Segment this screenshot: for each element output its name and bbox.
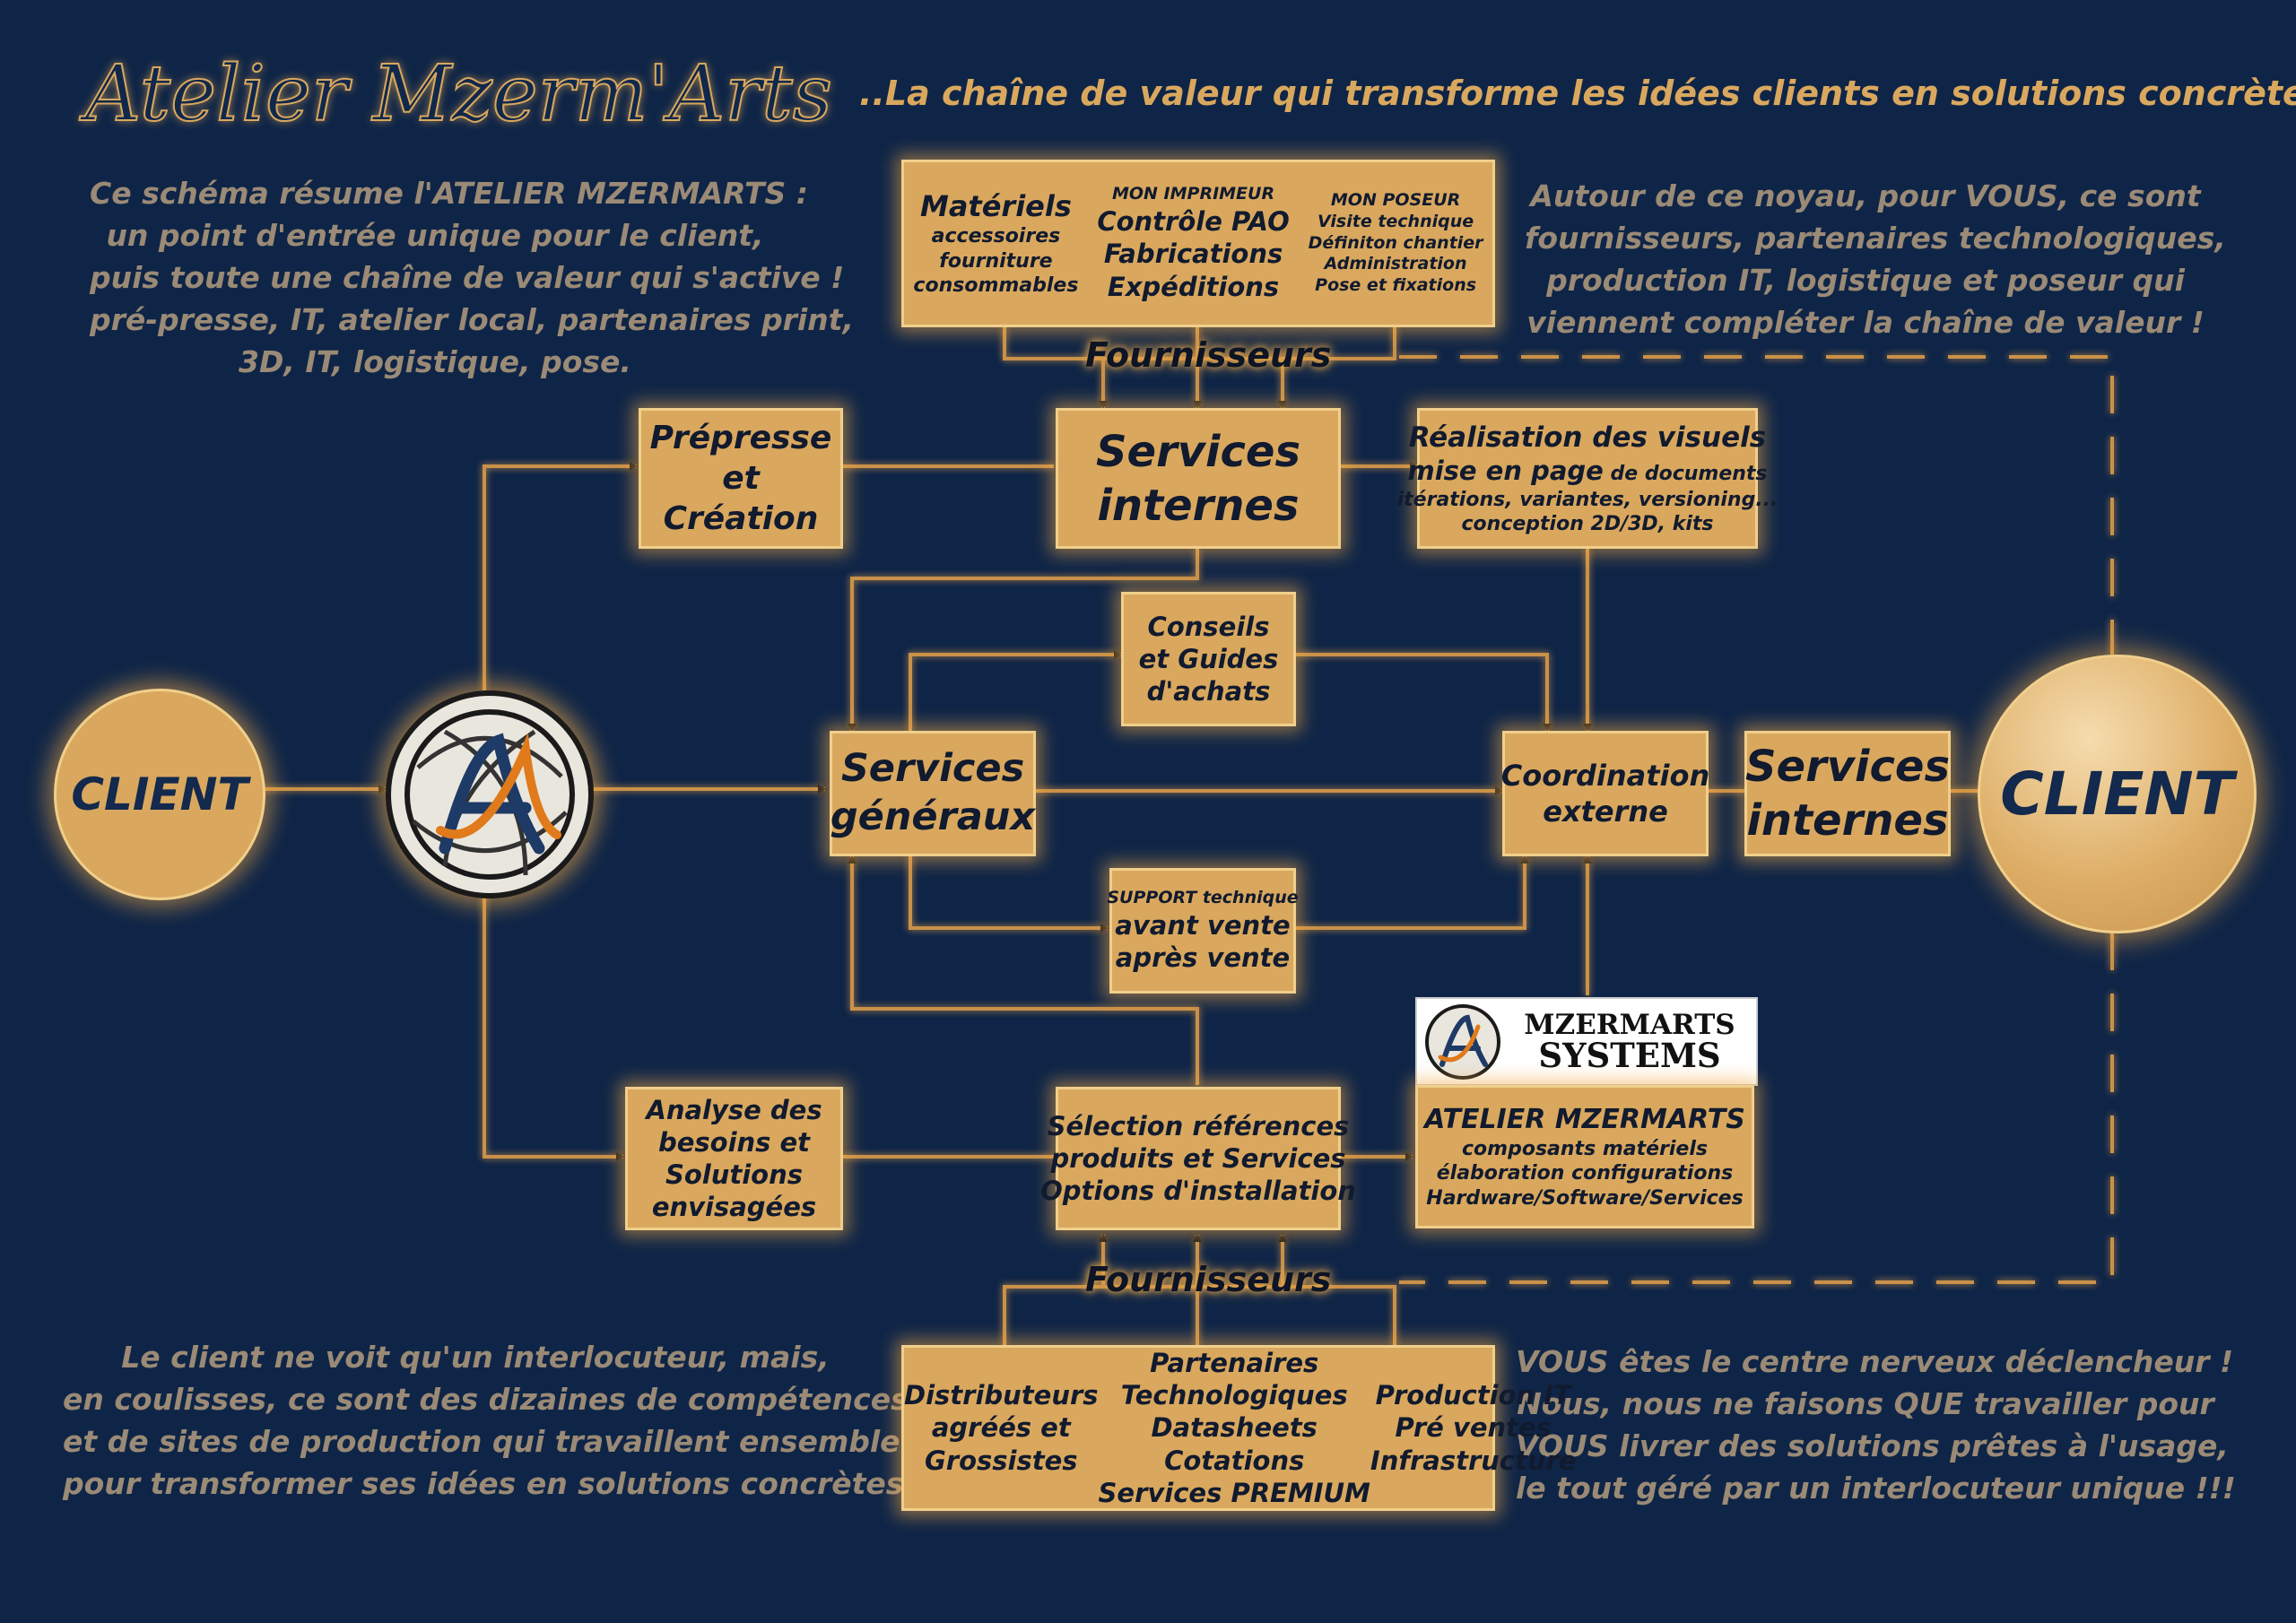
client-circle-right[interactable]: CLIENT <box>1978 655 2257 933</box>
realisation-box[interactable]: Réalisation des visuels mise en page de … <box>1397 408 1778 549</box>
client-left-label: CLIENT <box>71 768 248 820</box>
tagline: ..La chaîne de valeur qui transforme les… <box>859 74 2296 113</box>
fournisseurs-bottom-label: Fournisseurs <box>1085 1260 1332 1299</box>
top-suppliers-imprimeur: MON IMPRIMEUR Contrôle PAO Fabrications … <box>1097 184 1290 302</box>
fournisseurs-top-label: Fournisseurs <box>1085 335 1332 375</box>
top-suppliers-materiels: Matériels accessoires fourniture consomm… <box>913 189 1079 298</box>
client-circle-left[interactable]: CLIENT <box>54 689 265 900</box>
top-suppliers-poseur: MON POSEUR Visite technique Définiton ch… <box>1308 190 1483 296</box>
connector-logo-prepresse <box>483 462 639 690</box>
page-title: Atelier Mzerm'Arts <box>84 48 833 140</box>
top-suppliers-box[interactable]: Matériels accessoires fourniture consomm… <box>901 160 1495 327</box>
paragraph-bottom-right: VOUS êtes le centre nerveux déclencheur … <box>1516 1344 2236 1506</box>
realisation-line2: mise en page de documents <box>1407 456 1768 487</box>
connector-support-coordination <box>1296 855 1529 930</box>
connector-top-suppliers <box>1003 327 1396 360</box>
systems-monogram-icon <box>1425 1003 1500 1080</box>
atelier-mzermarts-box[interactable]: ATELIER MZERMARTS composants matériels é… <box>1415 1085 1754 1228</box>
connector-conseils-coordination <box>1296 653 1552 733</box>
atelier-logo[interactable] <box>386 690 594 898</box>
systems-logo-line1: MZERMARTS <box>1524 1008 1735 1041</box>
paragraph-top-left: Ce schéma résume l'ATELIER MZERMARTS :un… <box>90 176 854 379</box>
client-right-label: CLIENT <box>2000 759 2234 829</box>
systems-logo-line2: SYSTEMS <box>1538 1035 1721 1075</box>
connector-generaux-support <box>909 856 1109 933</box>
connector-selection-generaux <box>848 855 1199 1085</box>
support-box[interactable]: SUPPORT technique avant vente après vent… <box>1107 868 1299 994</box>
mzermarts-systems-logo: MZERMARTS SYSTEMS <box>1415 997 1758 1086</box>
paragraph-bottom-left: Le client ne voit qu'un interlocuteur, m… <box>63 1340 915 1501</box>
connector-logo-analyse <box>483 888 625 1161</box>
connector-generaux-conseils <box>909 650 1123 731</box>
logo-monogram-icon <box>404 709 575 880</box>
connector-internes-generaux <box>848 549 1199 733</box>
